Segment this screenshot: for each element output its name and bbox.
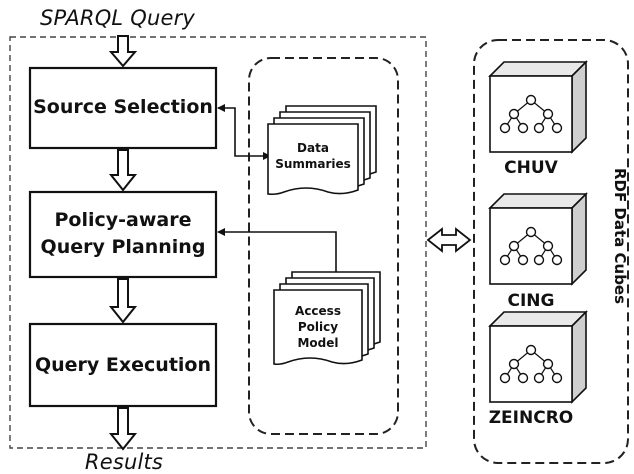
arrow-planning-to-execution	[108, 278, 138, 324]
cube-zeincro-label: ZEINCRO	[488, 408, 574, 428]
source-selection-line-1: Source Selection	[33, 96, 213, 118]
data-summaries-line-1: Data	[297, 141, 329, 155]
data-summaries-line-2: Summaries	[275, 157, 351, 171]
access-policy-line-2: Policy	[297, 320, 339, 334]
output-arrow	[108, 407, 138, 451]
mediator-frame	[9, 36, 427, 449]
query-planning-box	[28, 190, 218, 279]
arrow-selection-to-planning	[108, 149, 138, 192]
connector-selection-summaries	[217, 104, 271, 160]
connector-planning-policy	[217, 228, 340, 283]
access-policy-line-3: Model	[297, 336, 339, 350]
cube-cing	[488, 192, 588, 286]
access-policy-label: Access Policy Model	[274, 303, 362, 351]
data-summaries-label: Data Summaries	[268, 140, 358, 172]
source-selection-box	[28, 66, 218, 150]
data-cubes-container	[473, 39, 629, 464]
cube-chuv-label: CHUV	[504, 158, 558, 178]
cube-chuv	[488, 60, 588, 154]
query-execution-box	[28, 322, 218, 408]
access-policy-line-1: Access	[295, 304, 341, 318]
input-arrow	[108, 35, 138, 68]
query-planning-label: Policy-aware Query Planning	[30, 207, 216, 261]
cube-zeincro	[488, 310, 588, 404]
source-selection-label: Source Selection	[30, 94, 216, 121]
access-policy-documents	[273, 271, 381, 366]
query-planning-line-2: Query Planning	[40, 236, 206, 258]
cube-cing-label: CING	[507, 291, 555, 311]
data-cubes-title: RDF Data Cubes	[611, 167, 629, 305]
query-planning-line-1: Policy-aware	[54, 209, 192, 231]
query-execution-line-1: Query Execution	[34, 354, 212, 376]
query-execution-label: Query Execution	[30, 352, 216, 379]
input-label: SPARQL Query	[40, 6, 196, 30]
output-label: Results	[84, 450, 164, 474]
bidirectional-arrow	[426, 227, 472, 253]
data-summaries-documents	[267, 105, 377, 196]
